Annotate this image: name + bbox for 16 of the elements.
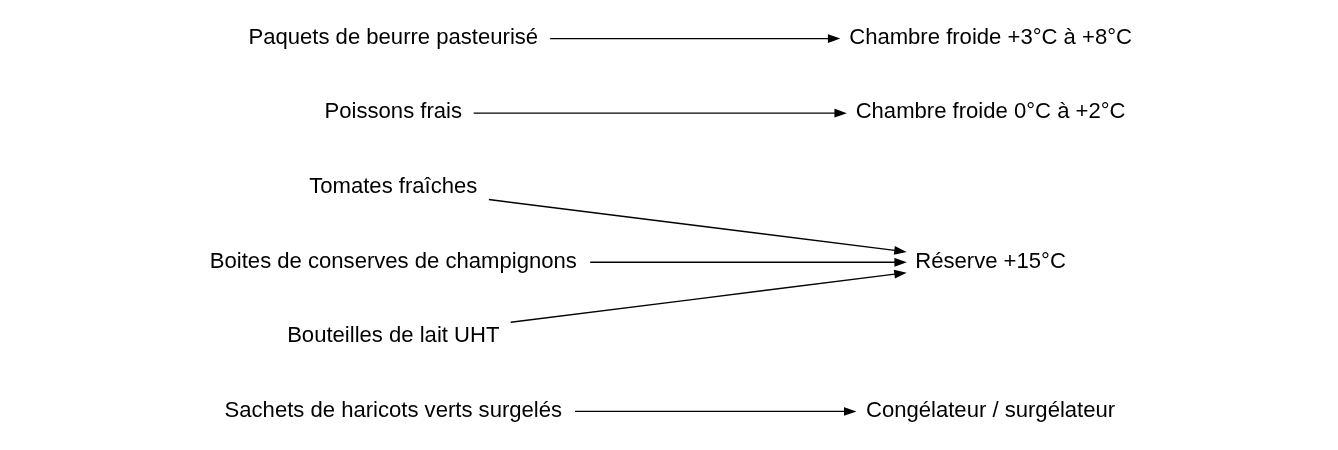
arrow bbox=[472, 108, 847, 118]
arrow bbox=[487, 198, 907, 255]
arrow bbox=[589, 257, 907, 267]
node-text: Chambre froide +3°C à +8°C bbox=[848, 23, 1132, 49]
node-text: Paquets de beurre pasteurisé bbox=[247, 23, 538, 49]
arrow bbox=[509, 269, 907, 323]
node-text: Bouteilles de lait UHT bbox=[286, 322, 499, 348]
arrow bbox=[573, 407, 856, 416]
node-text: Congélateur / surgélateur bbox=[865, 396, 1115, 422]
node-text: Tomates fraîches bbox=[308, 172, 477, 198]
node-text: Sachets de haricots verts surgelés bbox=[224, 396, 562, 422]
node-text: Chambre froide 0°C à +2°C bbox=[855, 98, 1125, 124]
node-text: Boites de conserves de champignons bbox=[209, 247, 577, 273]
node-text: Réserve +15°C bbox=[914, 247, 1066, 273]
arrow bbox=[548, 34, 840, 43]
node-text: Poissons frais bbox=[324, 98, 462, 124]
